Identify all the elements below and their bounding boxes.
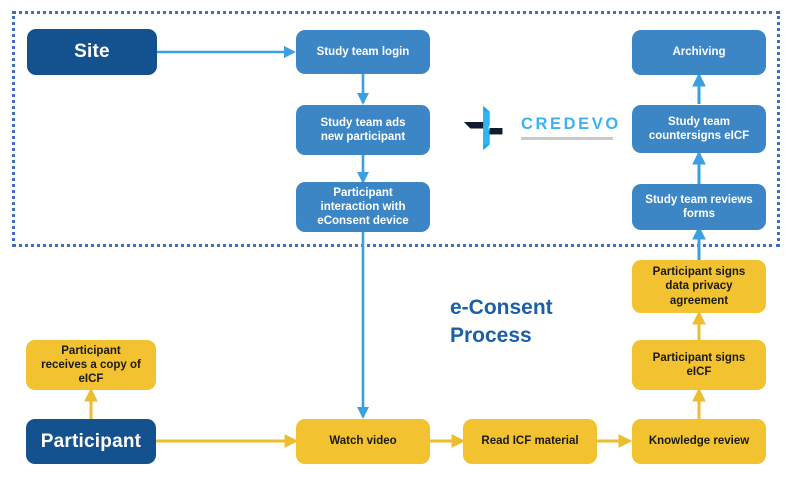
process-title: e-Consent Process	[450, 296, 553, 348]
node-reviews-forms-label: Study team reviews forms	[645, 193, 753, 220]
node-knowledge-review[interactable]: Knowledge review	[632, 419, 766, 464]
node-archiving[interactable]: Archiving	[632, 30, 766, 75]
credevo-wordmark-wrap: CREDEVO	[521, 116, 621, 140]
node-participant-signs-privacy[interactable]: Participant signs data privacy agreement	[632, 260, 766, 313]
credevo-wordmark: CREDEVO	[521, 115, 621, 134]
site-boundary-region	[12, 11, 780, 247]
node-participant-signs-eicf-label: Participant signs eICF	[652, 351, 746, 378]
node-site-label: Site	[74, 41, 110, 63]
node-participant-signs-privacy-label: Participant signs data privacy agreement	[652, 266, 746, 307]
node-read-icf-material[interactable]: Read ICF material	[463, 419, 597, 464]
node-participant-label: Participant	[40, 430, 142, 452]
node-participant-interaction-label: Participant interaction with eConsent de…	[317, 186, 409, 227]
node-participant-signs-eicf[interactable]: Participant signs eICF	[632, 340, 766, 390]
node-site[interactable]: Site	[27, 29, 157, 75]
node-reviews-forms[interactable]: Study team reviews forms	[632, 184, 766, 230]
node-archiving-label: Archiving	[672, 46, 726, 59]
node-knowledge-review-label: Knowledge review	[648, 435, 750, 448]
node-participant[interactable]: Participant	[26, 419, 156, 464]
node-countersigns-eicf-label: Study team countersigns eICF	[648, 115, 750, 142]
node-study-team-ads[interactable]: Study team ads new participant	[296, 105, 430, 155]
node-receives-copy[interactable]: Participant receives a copy of eICF	[26, 340, 156, 390]
node-study-team-login[interactable]: Study team login	[296, 30, 430, 74]
node-receives-copy-label: Participant receives a copy of eICF	[41, 344, 141, 385]
node-watch-video[interactable]: Watch video	[296, 419, 430, 464]
credevo-pinwheel-icon	[463, 105, 503, 151]
node-participant-interaction[interactable]: Participant interaction with eConsent de…	[296, 182, 430, 232]
node-watch-video-label: Watch video	[329, 435, 397, 448]
credevo-underline	[521, 136, 613, 140]
node-countersigns-eicf[interactable]: Study team countersigns eICF	[632, 105, 766, 153]
node-read-icf-material-label: Read ICF material	[481, 435, 579, 448]
credevo-logo: CREDEVO	[462, 104, 618, 152]
node-study-team-ads-label: Study team ads new participant	[320, 116, 406, 143]
node-study-team-login-label: Study team login	[316, 45, 410, 58]
